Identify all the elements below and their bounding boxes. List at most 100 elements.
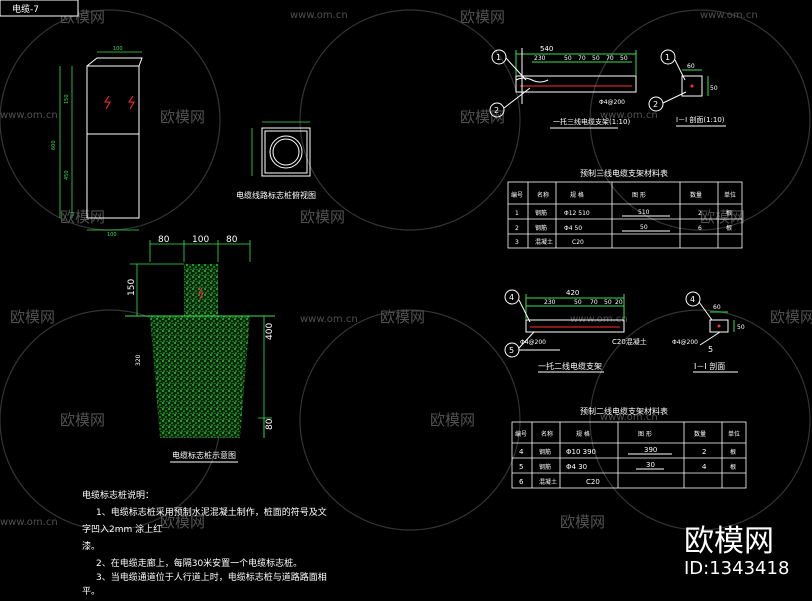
notes-line: 1、电缆标志桩采用预制水泥混凝土制作，桩面的符号及文 [96, 506, 327, 518]
table3-cell: 混凝土 [535, 238, 553, 246]
b2-concrete-label: C20混凝土 [612, 337, 647, 346]
b2-bar-label: Φ4@200 [520, 339, 546, 346]
table3-header: 数量 [690, 191, 702, 199]
table3-cell: 50 [640, 224, 648, 231]
watermark-url: www.om.cn [600, 110, 658, 121]
table3 [507, 181, 743, 249]
table2-header: 数量 [694, 430, 706, 438]
b3-dim: 50 [592, 55, 600, 62]
brand-logo: 欧模网 [684, 524, 774, 559]
table2-cell: 根 [730, 448, 736, 456]
b3-section-caption: I－I 剖面(1:10) [676, 115, 725, 124]
watermark-url: www.om.cn [700, 10, 758, 21]
dim-top-left: 80 [158, 235, 170, 245]
b2-dim: 50 [574, 299, 582, 306]
dim-left: 320 [135, 354, 142, 366]
table2-header: 规 格 [576, 430, 590, 438]
b2-dim: 70 [590, 299, 598, 306]
notes-heading: 电缆标志桩说明： [82, 489, 154, 501]
brand-id: ID:1343418 [684, 558, 789, 579]
b3-section-dim: 50 [710, 85, 718, 92]
b3-callout: 2 [653, 100, 658, 109]
table2-cell: 30 [646, 461, 655, 469]
b2-dim: 230 [544, 299, 556, 306]
watermark-layer: 欧模网 欧模网 欧模网 欧模网 欧模网 欧模网 欧模网 欧模网 欧模网 欧模网 … [0, 8, 812, 531]
watermark-text: 欧模网 [460, 8, 505, 26]
table3-cell: 6 [698, 225, 702, 232]
table2-cell: 混凝土 [539, 478, 557, 486]
watermark-text: 欧模网 [770, 308, 812, 326]
watermark-text: 欧模网 [700, 208, 745, 226]
table3-cell: 根 [726, 209, 732, 217]
watermark-text: 欧模网 [300, 208, 345, 226]
table2-cell: 2 [702, 448, 706, 456]
watermark-text: 欧模网 [430, 411, 475, 429]
watermark-text: 欧模网 [60, 208, 105, 226]
b3-caption: 一托三线电缆支架(1:10) [553, 117, 630, 126]
watermark-text: 欧模网 [160, 513, 205, 531]
table3-cell: 钢筋 [535, 224, 547, 232]
marker-elevation-dims [59, 51, 142, 231]
table3-cell: 2 [698, 210, 702, 217]
b2-caption: 一托二线电缆支架 [538, 361, 602, 371]
table2-cell: 4 [702, 463, 707, 471]
b2-section-dim: 60 [713, 304, 721, 311]
b3-dim: 230 [534, 55, 546, 62]
b3-dim-total: 540 [540, 45, 553, 53]
table3-header: 单位 [724, 191, 736, 199]
watermark-url: www.om.cn [290, 10, 348, 21]
dim-upper: 150 [64, 94, 70, 104]
table2-title: 预制二线电缆支架材料表 [580, 406, 668, 416]
table2-cell: 390 [644, 446, 657, 454]
b2-dim: 50 [604, 299, 612, 306]
watermark-text: 欧模网 [10, 308, 55, 326]
table2-header: 单位 [728, 430, 740, 438]
b2-section-caption: I－I 剖面 [694, 361, 725, 371]
table2-header: 编号 [515, 430, 527, 438]
b2-section-bar: Φ4@200 [672, 339, 698, 346]
marker-elevation [86, 57, 143, 219]
b3-bar-label: Φ4@200 [599, 99, 625, 106]
notes-line: 3、当电缆通道位于人行道上时，电缆标志桩与道路路面相 [96, 571, 327, 583]
b2-dim: 20 [615, 299, 623, 306]
marker-section-caption: 电缆标志桩示意图 [172, 450, 236, 460]
b3-callout: 1 [496, 53, 501, 62]
b3-dim: 50 [564, 55, 572, 62]
table3-title: 预制三线电缆支架材料表 [580, 168, 668, 178]
dim-top-center: 100 [192, 235, 209, 245]
b3-callout: 1 [665, 53, 670, 62]
plan-dims [251, 121, 310, 176]
b2-callout: 4 [509, 293, 514, 302]
notes-block: 电缆标志桩说明： 1、电缆标志桩采用预制水泥混凝土制作，桩面的符号及文 字凹入2… [82, 489, 327, 597]
table3-header: 编号 [511, 191, 523, 199]
dim-side-bottom: 80 [265, 418, 275, 430]
table2-cell: 钢筋 [539, 463, 551, 471]
drawing-tab-label: 电缆-7 [12, 3, 39, 15]
b3-dim: 70 [606, 55, 614, 62]
table3-cell: 2 [515, 225, 519, 232]
table3-header: 图 形 [632, 191, 646, 199]
table2-cell: 根 [730, 463, 736, 471]
table2-cell: 4 [519, 448, 524, 456]
drawing-tab[interactable] [0, 0, 79, 17]
table2-cell: 钢筋 [539, 448, 551, 456]
bracket3-drawing [489, 48, 709, 118]
bracket2-drawing [504, 289, 735, 358]
dim-width: 100 [107, 232, 117, 238]
watermark-url: www.om.cn [300, 314, 358, 325]
notes-line: 漆。 [82, 540, 100, 552]
marker-section [125, 264, 275, 438]
table3-cell: 510 [638, 209, 650, 216]
table3-cell: Φ12 510 [564, 210, 590, 217]
notes-line: 平。 [82, 586, 100, 597]
table3-header: 规 格 [570, 191, 584, 199]
table3-cell: Φ4 50 [564, 225, 582, 232]
b2-callout: 5 [509, 346, 514, 355]
watermark-url: www.om.cn [0, 517, 58, 528]
notes-line: 字凹入2mm 涂上红 [82, 523, 162, 535]
table3-header: 名称 [537, 191, 549, 199]
watermark-text: 欧模网 [60, 411, 105, 429]
watermark-url: www.om.cn [0, 110, 58, 121]
table2-cell: Φ10 390 [566, 448, 596, 456]
